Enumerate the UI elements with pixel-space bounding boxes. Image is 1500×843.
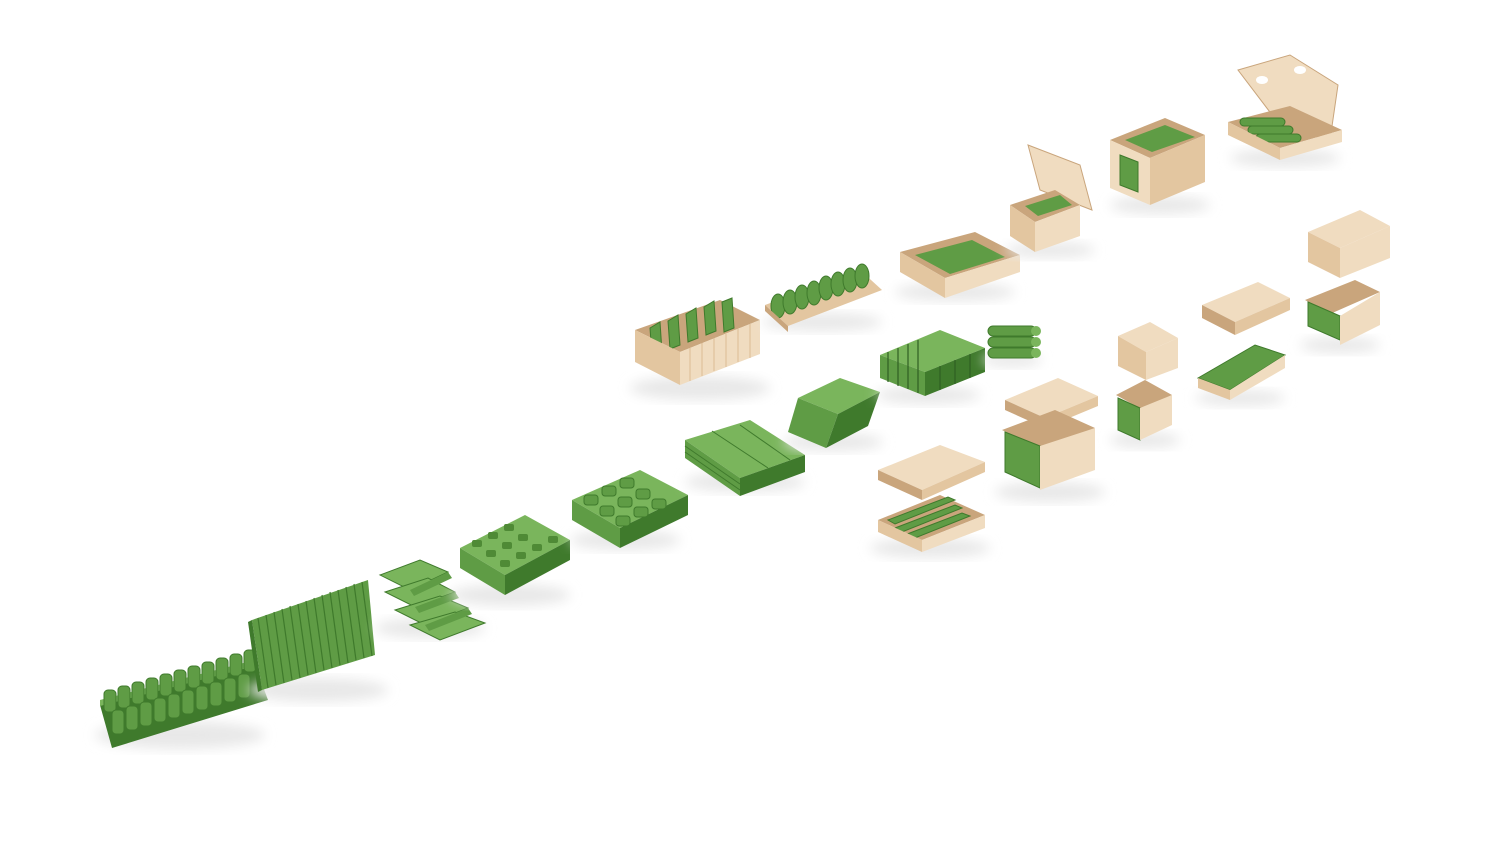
green-cup-grid-stack [450,515,570,606]
cardboard-tray-with-rolls [762,263,882,332]
cardboard-box-open-lid [1005,144,1095,258]
green-ribbed-parts-row [95,649,268,749]
cardboard-narrow-box [1110,322,1180,448]
green-flat-tray-stack [684,420,805,496]
green-finned-block [876,330,985,404]
green-folded-parts [375,559,487,641]
green-roll-bundle [982,325,1042,367]
cardboard-low-tray [895,232,1020,301]
green-cup-tray [570,470,688,550]
cardboard-tall-box-set [1300,210,1390,353]
cardboard-box-with-green-insert [995,378,1105,502]
cardboard-box-with-dividers [630,297,770,400]
green-angled-block [783,378,883,451]
cardboard-box-tall-lid [1228,54,1342,167]
cardboard-angled-tray [1195,282,1290,406]
cardboard-box-green-insert [1110,118,1210,214]
green-plate-stack [248,580,388,702]
cardboard-lid-tray-set [870,445,990,558]
